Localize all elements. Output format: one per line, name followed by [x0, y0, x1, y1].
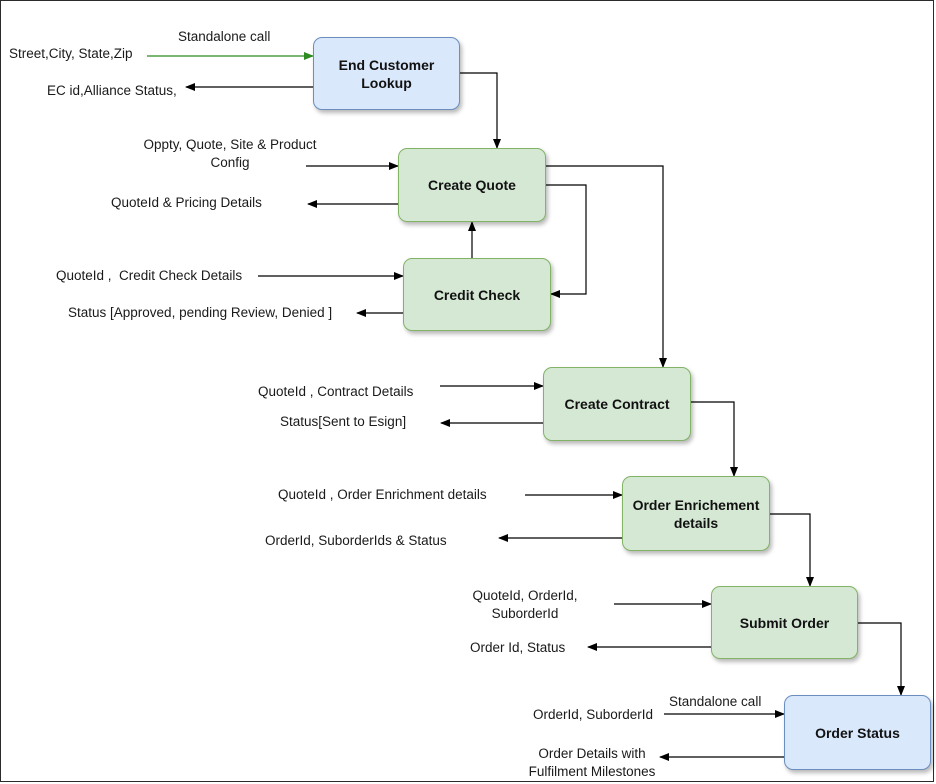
quote-to-credit-connector	[546, 184, 587, 298]
node-order-enrichment: Order Enrichement details	[622, 476, 770, 551]
enrich-input-label: QuoteId , Order Enrichment details	[278, 487, 487, 502]
standalone-call-label-top: Standalone call	[178, 29, 271, 44]
node-submit-order: Submit Order	[711, 586, 858, 659]
credit-input-label: QuoteId , Credit Check Details	[56, 268, 243, 283]
contract-input-label: QuoteId , Contract Details	[258, 384, 414, 399]
submit-input-label: QuoteId, OrderId, SuborderId	[472, 588, 578, 621]
node-create-contract: Create Contract	[543, 367, 691, 441]
quote-input-label: Oppty, Quote, Site & Product Config	[143, 137, 317, 170]
submit-output-label: Order Id, Status	[470, 640, 566, 655]
contract-to-enrich-connector	[691, 401, 738, 477]
status-output-label: Order Details with Fulfilment Milestones	[528, 746, 656, 779]
status-input-label: OrderId, SuborderId	[533, 707, 654, 722]
standalone-call-label-bottom: Standalone call	[669, 694, 762, 709]
lookup-to-quote-connector	[460, 72, 501, 149]
lookup-input-label: Street,City, State,Zip	[9, 46, 133, 61]
enrich-to-submit-connector	[770, 513, 814, 587]
node-order-status: Order Status	[784, 695, 931, 770]
node-create-quote: Create Quote	[398, 148, 546, 222]
contract-output-label: Status[Sent to Esign]	[280, 414, 407, 429]
quote-to-contract-connector	[546, 165, 667, 368]
quote-output-label: QuoteId & Pricing Details	[111, 195, 262, 210]
enrich-output-label: OrderId, SuborderIds & Status	[265, 533, 447, 548]
lookup-output-label: EC id,Alliance Status,	[47, 83, 177, 98]
node-credit-check: Credit Check	[403, 258, 551, 331]
credit-output-label: Status [Approved, pending Review, Denied…	[68, 305, 333, 320]
node-end-customer-lookup: End Customer Lookup	[313, 37, 460, 110]
submit-to-status-connector	[858, 622, 905, 696]
